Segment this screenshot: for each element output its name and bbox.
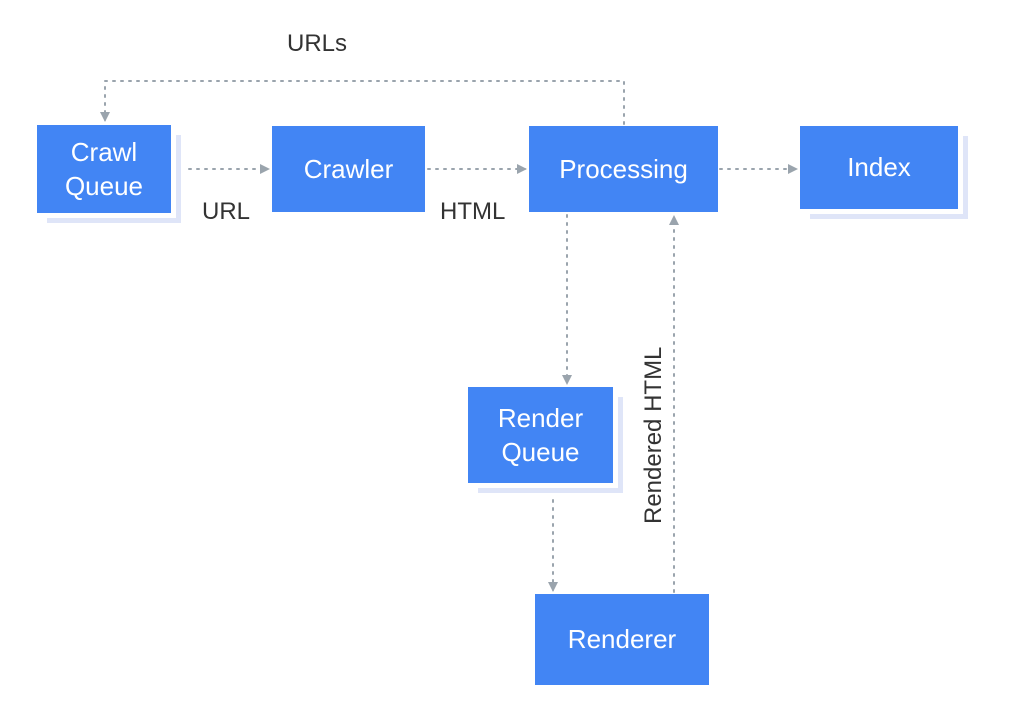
- render-queue-node: Render Queue: [468, 387, 613, 483]
- crawler-node: Crawler: [272, 126, 425, 212]
- crawl-queue-node: Crawl Queue: [37, 125, 171, 213]
- edge-processing-to-crawlqueue: [100, 80, 625, 125]
- edge-label-rendered-html: Rendered HTML: [640, 346, 667, 524]
- processing-node: Processing: [529, 126, 718, 212]
- edge-label-url: URL: [202, 198, 251, 225]
- edge-label-urls: URLs: [287, 30, 348, 57]
- edge-label-html: HTML: [440, 198, 506, 225]
- index-node: Index: [800, 126, 958, 209]
- renderer-node: Renderer: [535, 594, 709, 685]
